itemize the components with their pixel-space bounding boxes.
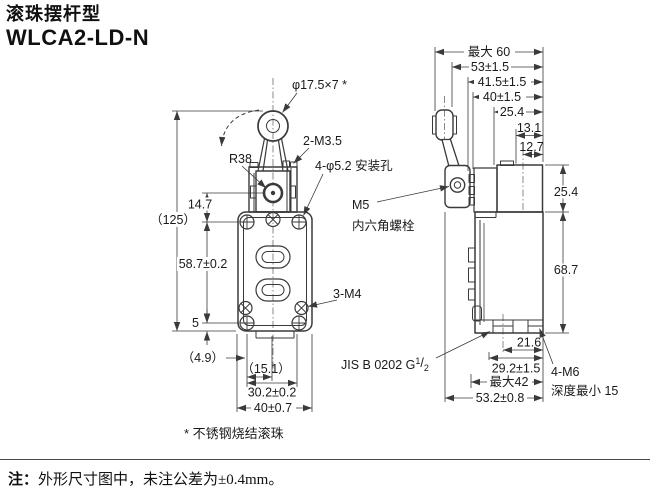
bolt-size-label: M5	[352, 198, 369, 212]
lever-radius-label: R38	[229, 152, 252, 166]
front-view-drawing: （125） 14.7 58.7±0.2 5 （4.9）	[148, 78, 393, 441]
side-body-details	[468, 212, 497, 325]
body-bottom-feet	[255, 331, 295, 339]
bolt-type-label: 内六角螺栓	[352, 218, 415, 233]
front-hole-pitch-h-label: 30.2±0.2	[248, 386, 297, 400]
front-edge-offset-label: （4.9）	[182, 351, 224, 365]
mounting-holes-label: 4-φ5.2 安装孔	[315, 158, 393, 173]
side-view-drawing: 最大 60 53±1.5 41.5±1.5 40±1.5 25.4 13.1 1…	[341, 45, 618, 405]
side-max-width-label: 最大 60	[468, 45, 510, 59]
side-width-12-7-label: 12.7	[519, 140, 543, 154]
side-head	[496, 164, 544, 213]
side-head-tab	[500, 160, 514, 166]
body-outline	[237, 211, 313, 332]
front-dims: （125） 14.7 58.7±0.2 5 （4.9）	[148, 110, 313, 415]
title-block: 滚珠摆杆型 WLCA2-LD-N	[6, 3, 149, 50]
side-bottom-dims: 21.6 29.2±1.5 最大42 53.2±0.8	[444, 212, 544, 405]
side-callouts: M5 内六角螺栓 JIS B 0202 G1/2 4-M6 深度最小 15	[341, 185, 618, 398]
side-height-dims: 25.4 68.7	[545, 164, 580, 334]
model-number-title: WLCA2-LD-N	[6, 25, 150, 50]
side-pivot-bolt	[449, 177, 466, 193]
side-body	[474, 211, 544, 334]
side-depth-53-2-label: 53.2±0.8	[476, 391, 525, 405]
side-top-dims: 最大 60 53±1.5 41.5±1.5 40±1.5 25.4 13.1 1…	[434, 45, 544, 171]
head-clamp-screw	[265, 211, 281, 228]
product-type-title: 滚珠摆杆型	[6, 4, 101, 24]
side-depth-max42-label: 最大42	[490, 375, 529, 389]
roller-inner	[266, 119, 280, 133]
front-pivot-offset-label: 14.7	[188, 198, 212, 212]
side-width-41-5-label: 41.5±1.5	[478, 75, 527, 89]
side-depth-29-2-label: 29.2±1.5	[492, 362, 541, 376]
front-hole-to-center-label: （15.1）	[241, 362, 290, 376]
body-inner-outline	[243, 217, 307, 326]
knockout-slots	[255, 245, 291, 302]
side-bearing-block	[468, 167, 498, 213]
conduit-thread-label: JIS B 0202 G1/2	[341, 356, 429, 373]
side-width-53-label: 53±1.5	[471, 60, 509, 74]
note-prefix: 注：	[8, 472, 39, 488]
side-head-height-label: 25.4	[554, 185, 578, 199]
lever-swing-arc	[219, 109, 260, 147]
front-hole-pitch-v-label: 58.7±0.2	[179, 257, 228, 271]
side-width-40-label: 40±1.5	[483, 90, 521, 104]
tap-size-label: 4-M6	[551, 365, 580, 379]
lever-fork	[257, 138, 289, 172]
front-overall-height-label: （125）	[150, 213, 196, 227]
side-roller-lips	[432, 115, 457, 135]
roller-spec-label: φ17.5×7 *	[292, 78, 347, 92]
cover-screws	[238, 300, 309, 316]
stainless-ball-footnote: * 不锈钢烧结滚珠	[184, 426, 284, 441]
cover-screws-label: 3-M4	[333, 287, 362, 301]
side-conduit	[475, 319, 543, 333]
roller-outer	[257, 110, 289, 142]
front-hole-to-bottom-label: 5	[192, 316, 199, 330]
note-body: 外形尺寸图中，未注公差为±0.4mm。	[38, 472, 284, 488]
front-body-width-label: 40±0.7	[254, 401, 292, 415]
lever-screws-label: 2-M3.5	[303, 134, 342, 148]
side-width-13-1-label: 13.1	[517, 121, 541, 135]
side-pivot-bolt-socket	[453, 181, 462, 189]
tolerance-note: 注：外形尺寸图中，未注公差为±0.4mm。	[0, 459, 650, 489]
side-body-height-label: 68.7	[554, 263, 578, 277]
front-callouts: φ17.5×7 * 2-M3.5 R38 4-φ5.2 安装孔 3-M4 * 不…	[184, 78, 393, 441]
pivot-center	[270, 190, 276, 196]
head-details	[249, 160, 298, 212]
mounting-screws	[239, 214, 307, 331]
side-depth-21-6-label: 21.6	[517, 336, 541, 350]
side-width-25-4-label: 25.4	[500, 105, 524, 119]
hub-tabs	[250, 185, 296, 199]
tap-depth-label: 深度最小 15	[551, 383, 618, 398]
